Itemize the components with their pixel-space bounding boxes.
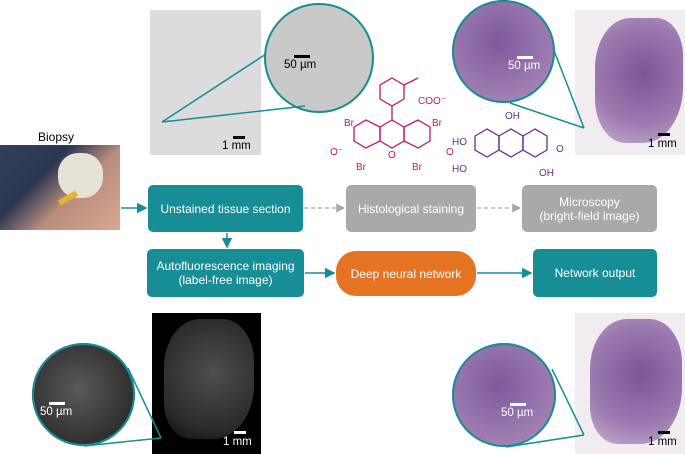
scalebar-line [49,402,65,405]
eosin-label: COO⁻ [418,96,447,107]
scalebar-line [294,55,310,58]
scalebar-label: 50 µm [40,406,73,418]
eosin-label: O⁻ [330,147,344,158]
scalebar-label: 50 µm [284,59,317,71]
network-output-box: Network output [533,249,657,297]
histological-staining-box: Histological staining [346,185,476,232]
unstained-section-image [150,10,261,155]
network-output-inset-circle [452,343,556,447]
box-sublabel: (label-free image) [178,273,273,287]
autofluorescence-image [152,313,261,454]
glove-shape [58,153,103,198]
hematein-label: HO [452,164,467,175]
scalebar-line [234,431,246,434]
stained-section-image [575,10,685,155]
scalebar-line [658,133,670,136]
eosin-label: O [446,147,454,158]
hematein-label: O [556,144,564,155]
scalebar-label: 50 µm [501,407,534,419]
scalebar-label: 1 mm [223,436,252,448]
box-sublabel: (bright-field image) [539,208,640,223]
biopsy-photo [0,145,120,230]
box-label: Histological staining [357,201,465,216]
hematein-label: HO [452,137,467,148]
scalebar-label: 1 mm [648,436,677,448]
tissue-blob [590,319,682,444]
scalebar-line [517,56,533,59]
autofluorescence-inset-circle [32,343,135,446]
box-label: Deep neural network [350,266,462,281]
stained-inset-circle [452,0,555,103]
box-label: Unstained tissue section [160,201,291,216]
unstained-inset-circle [264,3,374,113]
scalebar-label: 50 µm [508,60,541,72]
autofluorescence-imaging-box: Autofluorescence imaging (label-free ima… [147,249,304,297]
box-label: Autofluorescence imaging [156,259,295,273]
eosin-label: Br [412,162,422,173]
box-label: Network output [554,266,636,280]
box-label: Microscopy [559,194,620,209]
eosin-label: Br [344,118,354,129]
hematein-label: OH [505,111,520,122]
network-output-image [575,313,685,454]
hematein-label: OH [539,168,554,179]
tissue-blob [164,319,254,439]
eosin-label: Br [432,118,442,129]
scalebar-label: 1 mm [222,140,251,152]
biopsy-label: Biopsy [38,130,75,144]
unstained-tissue-section-box: Unstained tissue section [148,185,303,232]
tissue-blob [595,18,683,143]
scalebar-line [658,431,670,434]
microscopy-box: Microscopy (bright-field image) [522,185,657,232]
eosin-label: Br [356,162,366,173]
scalebar-line [233,136,245,139]
scalebar-label: 1 mm [648,138,677,150]
scalebar-line [510,403,526,406]
deep-neural-network-box: Deep neural network [336,251,476,296]
eosin-label: O [388,150,396,161]
